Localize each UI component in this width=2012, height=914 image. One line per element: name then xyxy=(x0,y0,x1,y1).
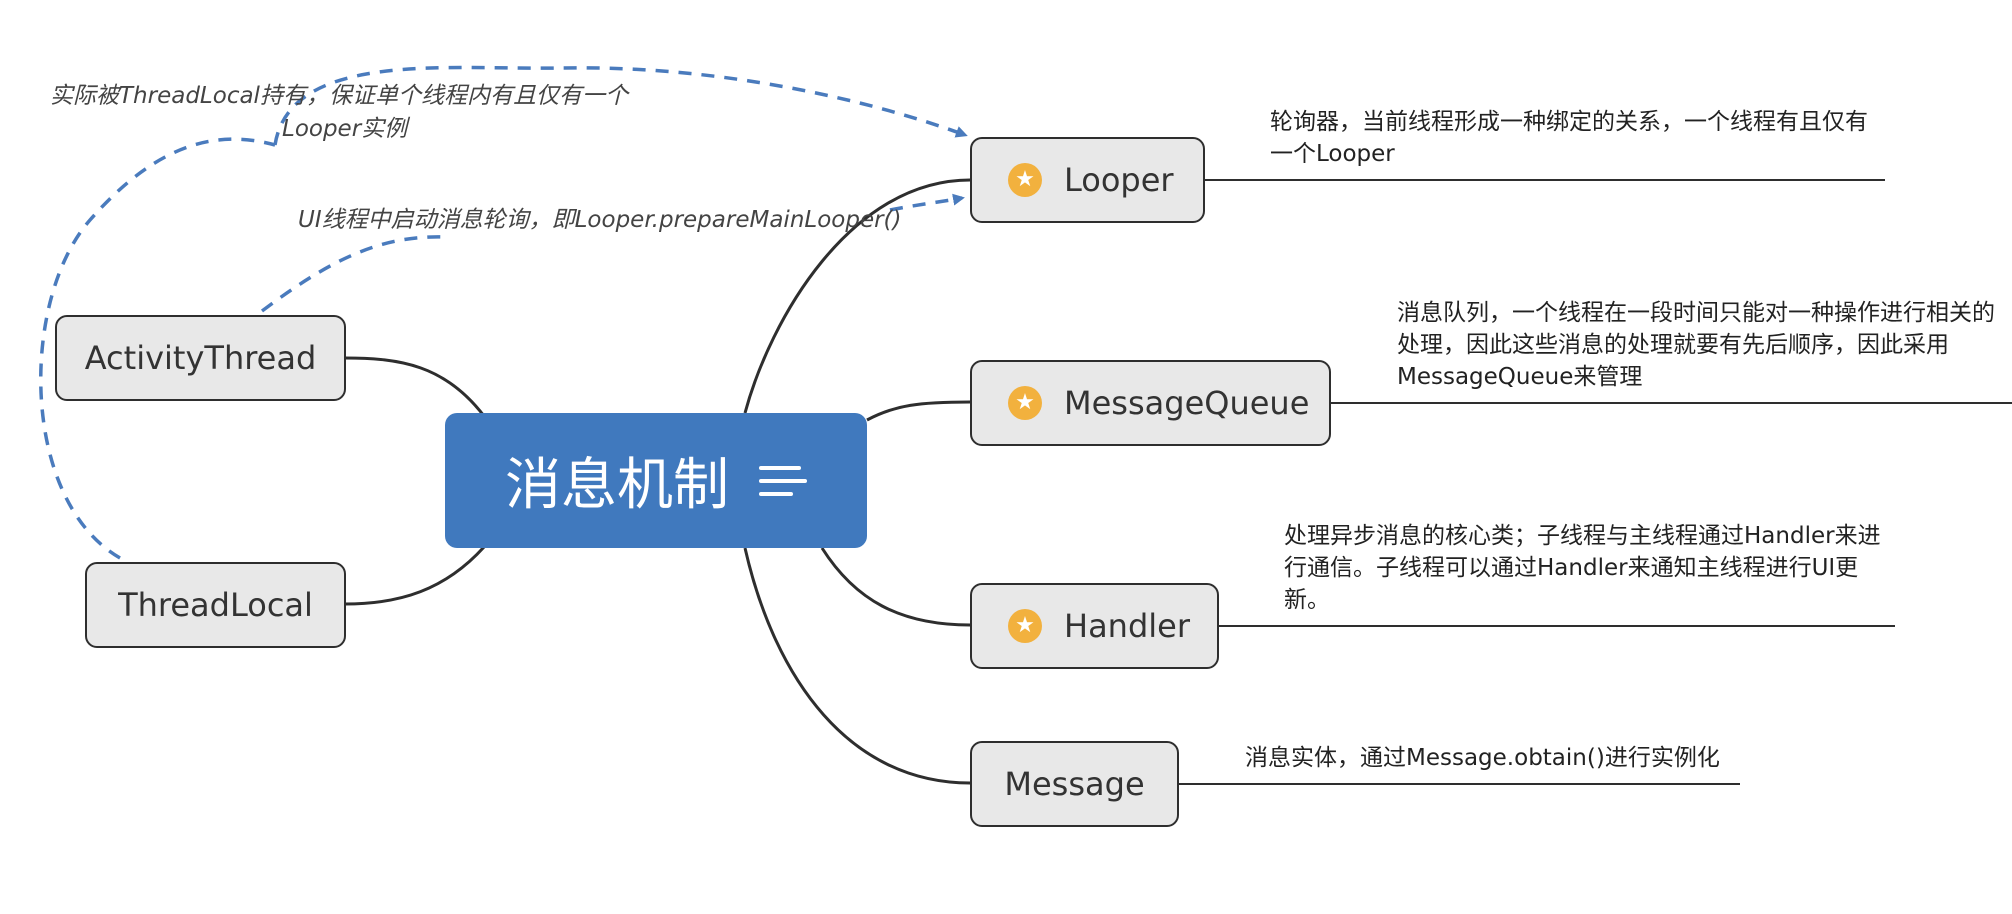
hamburger-icon xyxy=(759,465,807,496)
note-handler: 处理异步消息的核心类；子线程与主线程通过Handler来进行通信。子线程可以通过… xyxy=(1284,523,1881,613)
annotation-thread-local-to-looper-line1: 实际被ThreadLocal持有，保证单个线程内有且仅有一个 xyxy=(50,83,628,109)
star-icon: ★ xyxy=(1008,609,1042,643)
node-message[interactable]: Message xyxy=(970,741,1179,827)
branch-line-looper xyxy=(743,178,971,414)
star-icon: ★ xyxy=(1008,386,1042,420)
node-looper-label: Looper xyxy=(1064,161,1174,199)
node-message-label: Message xyxy=(1004,765,1145,803)
note-message-queue: 消息队列，一个线程在一段时间只能对一种操作进行相关的处理，因此这些消息的处理就要… xyxy=(1397,300,1995,390)
node-thread-local-label: ThreadLocal xyxy=(118,586,313,624)
dashed-arrow-thread-local-to-looper xyxy=(39,65,965,560)
node-activity-thread[interactable]: ActivityThread xyxy=(55,315,346,401)
note-message: 消息实体，通过Message.obtain()进行实例化 xyxy=(1245,745,1720,771)
branch-line-activity-thread xyxy=(344,356,486,417)
node-thread-local[interactable]: ThreadLocal xyxy=(85,562,346,648)
central-topic[interactable]: 消息机制 xyxy=(445,413,867,548)
branch-line-message xyxy=(743,547,971,785)
branch-line-thread-local xyxy=(344,545,486,606)
node-activity-thread-label: ActivityThread xyxy=(84,339,317,377)
node-handler[interactable]: ★ Handler xyxy=(970,583,1219,669)
note-looper: 轮询器，当前线程形成一种绑定的关系，一个线程有且仅有一个Looper xyxy=(1270,109,1868,167)
node-message-queue-label: MessageQueue xyxy=(1064,384,1310,422)
node-handler-label: Handler xyxy=(1064,607,1190,645)
star-icon: ★ xyxy=(1008,163,1042,197)
central-topic-label: 消息机制 xyxy=(505,453,729,518)
node-message-queue[interactable]: ★ MessageQueue xyxy=(970,360,1331,446)
node-looper[interactable]: ★ Looper xyxy=(970,137,1205,223)
branch-line-message-queue xyxy=(866,400,971,422)
dashed-arrow-activity-thread-to-looper xyxy=(260,198,962,313)
annotation-thread-local-to-looper-line2: Looper实例 xyxy=(282,116,408,142)
branch-line-handler xyxy=(820,547,971,627)
annotation-activity-thread-to-looper: UI线程中启动消息轮询，即Looper.prepareMainLooper() xyxy=(298,207,902,233)
